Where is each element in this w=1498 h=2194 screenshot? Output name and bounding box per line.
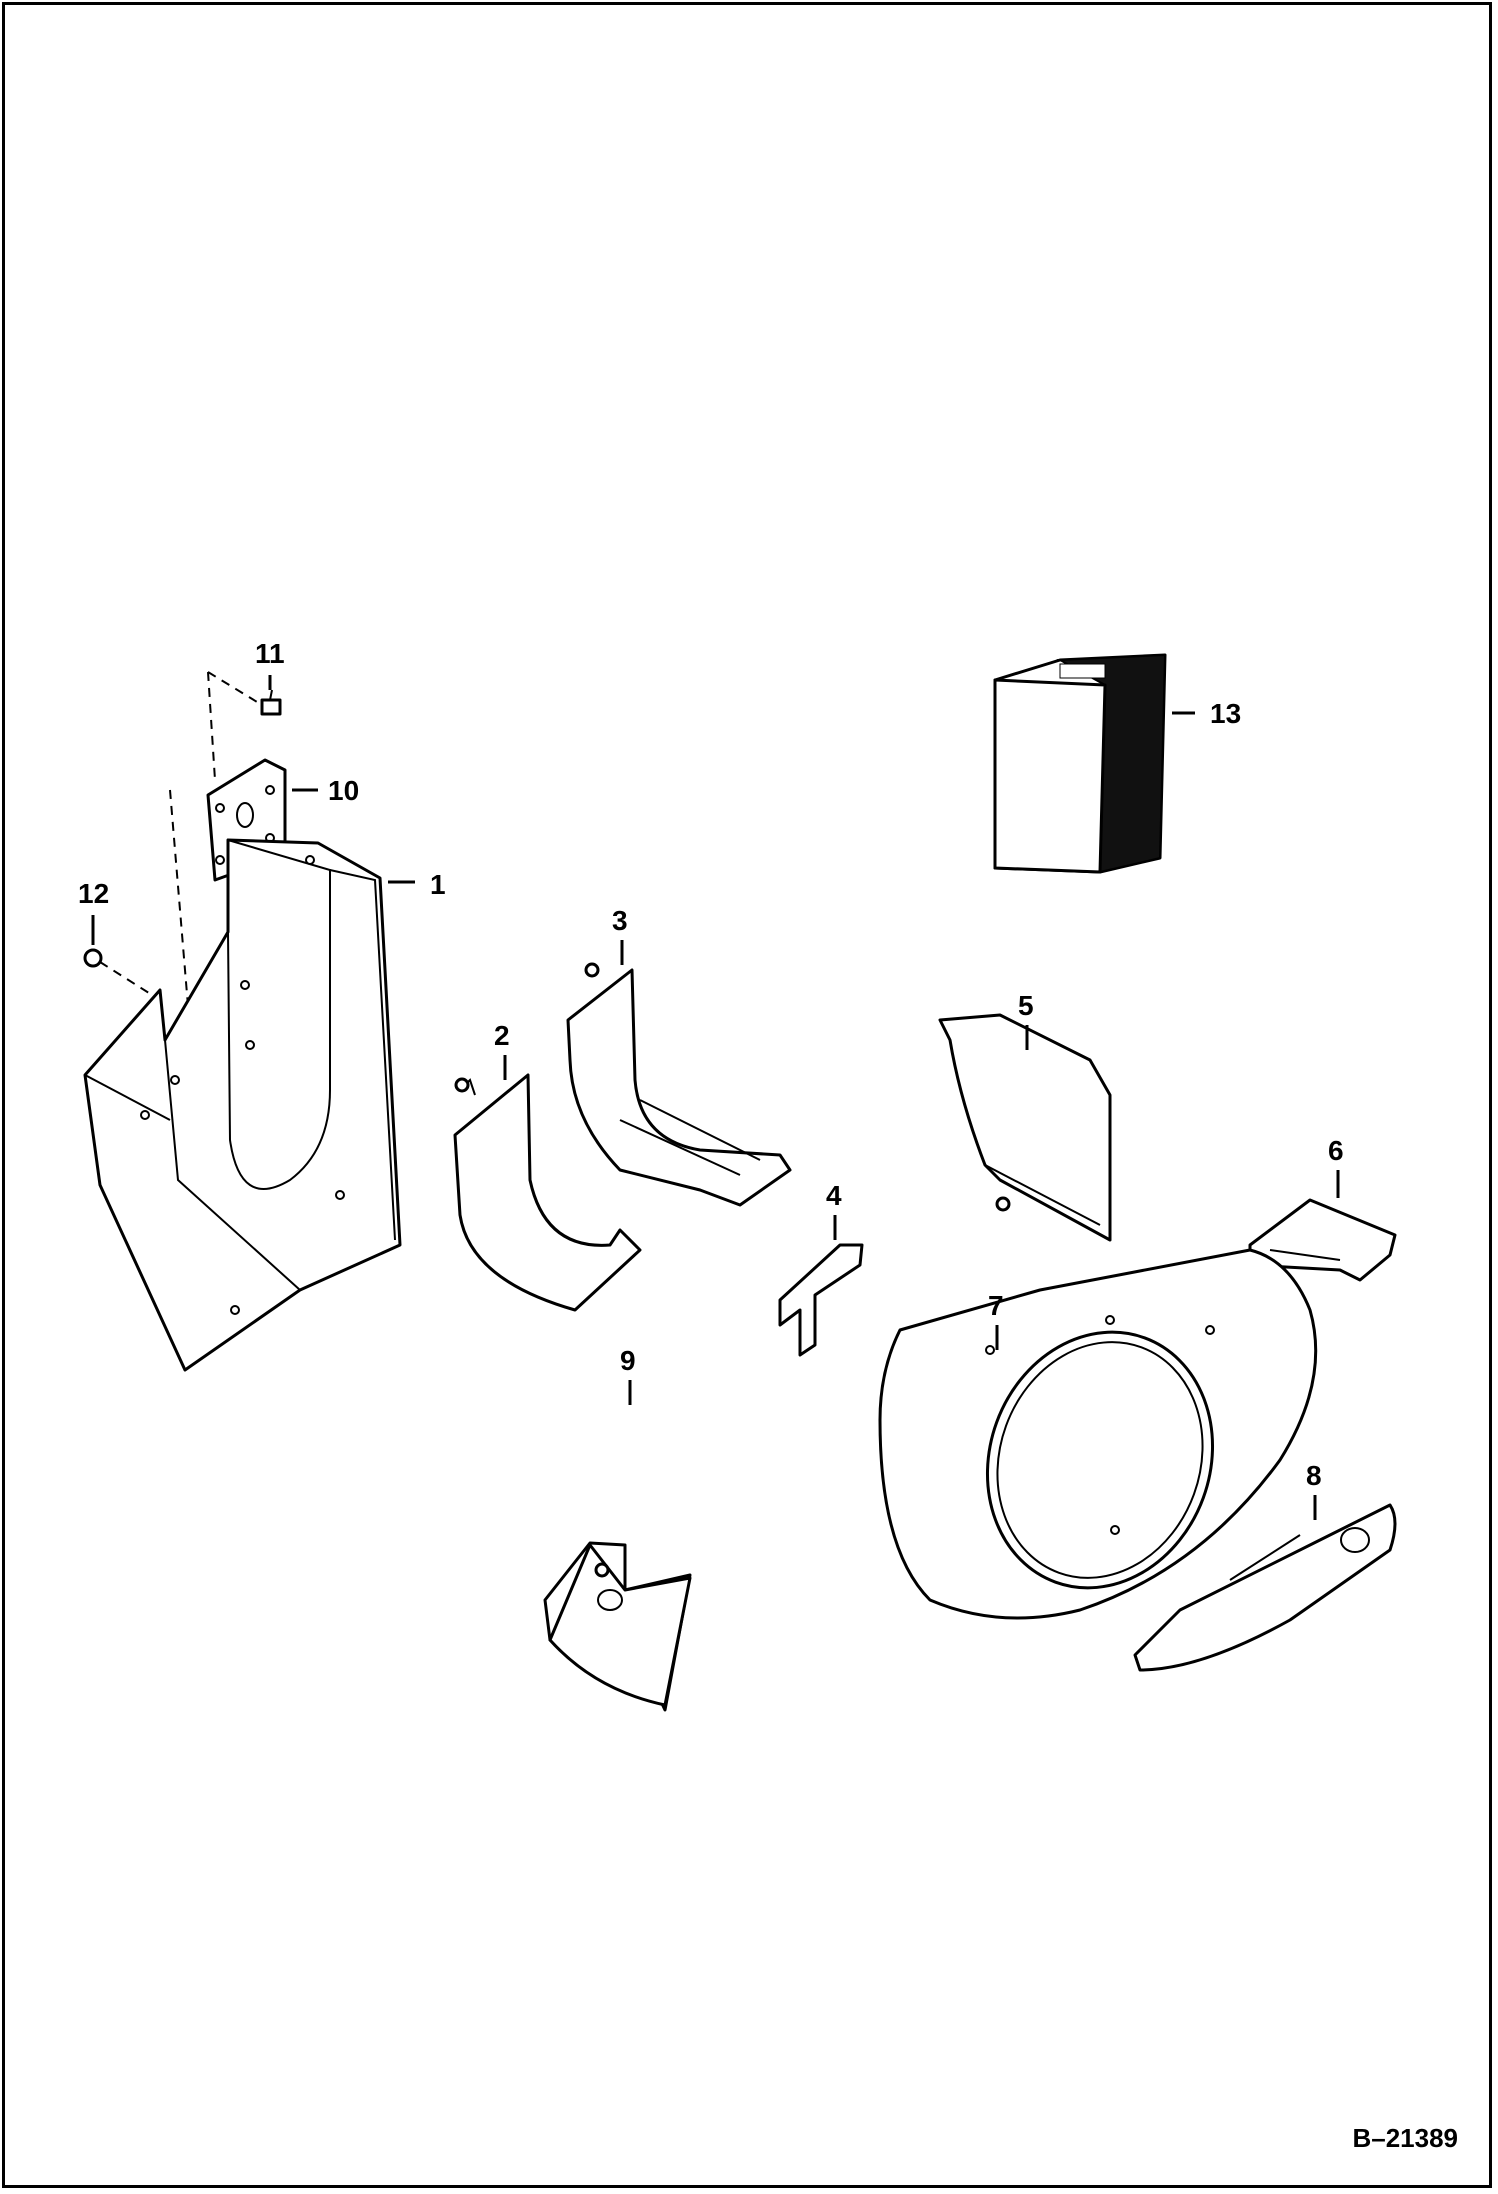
callout-11: 11 (255, 638, 285, 669)
part-9-baffle (543, 1541, 692, 1712)
callout-13: 13 (1210, 698, 1241, 729)
callout-2: 2 (494, 1020, 510, 1051)
callout-8: 8 (1306, 1460, 1322, 1491)
part-11-screw (207, 671, 282, 781)
part-2-baffle (453, 1073, 642, 1312)
part-7-fan-shroud (878, 1248, 1318, 1620)
callout-6: 6 (1328, 1135, 1344, 1166)
callout-7: 7 (988, 1290, 1004, 1321)
callout-5: 5 (1018, 990, 1034, 1021)
callout-3: 3 (612, 905, 628, 936)
callout-4: 4 (826, 1180, 842, 1211)
part-5-baffle (938, 1013, 1112, 1242)
part-1-shroud (83, 838, 402, 1372)
callout-9: 9 (620, 1345, 636, 1376)
callout-10: 10 (328, 775, 359, 806)
callout-1: 1 (430, 869, 446, 900)
part-4-bracket (778, 1243, 864, 1357)
drawing-id: B–21389 (1352, 2123, 1458, 2153)
part-3-baffle (566, 962, 792, 1207)
part-13-filter (993, 653, 1167, 874)
callout-12: 12 (78, 878, 109, 909)
leader-lines (91, 675, 1340, 1520)
part-8-guard (1133, 1503, 1397, 1672)
part-12-nut (83, 789, 191, 1031)
